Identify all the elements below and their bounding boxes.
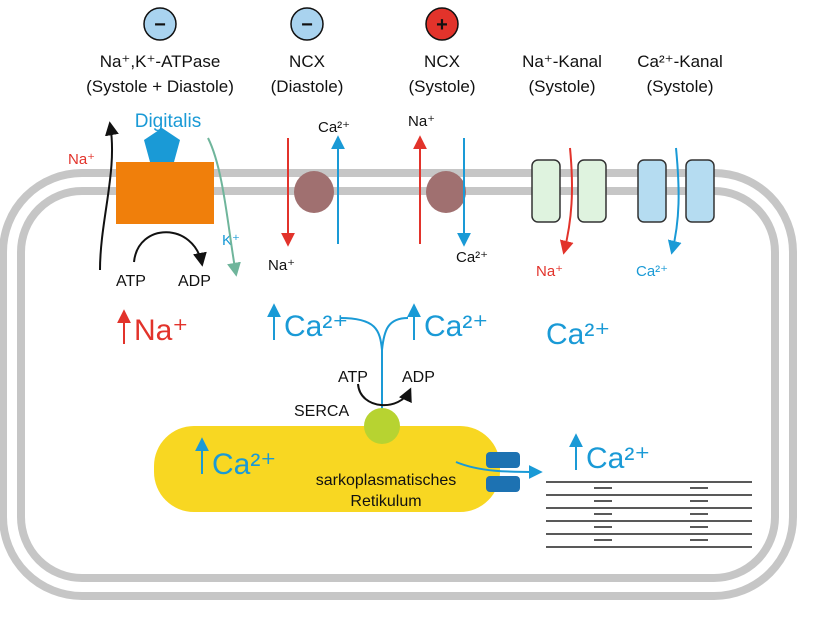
ca-channel-right-subunit	[685, 159, 715, 223]
serca-pump	[364, 408, 400, 444]
na-channel-right-subunit	[577, 159, 607, 223]
ca-uptake-right-path	[381, 317, 409, 351]
intracellular-ca-plain-label: Ca²⁺	[546, 318, 610, 351]
intracellular-na-label: Na⁺	[134, 314, 188, 347]
pump-na-out-arrow	[99, 121, 119, 271]
ncx-diastole-exchanger	[294, 171, 334, 213]
ca-channel-title: Ca²⁺-Kanal	[637, 52, 723, 71]
intracellular-ca-right-label: Ca²⁺	[424, 310, 488, 343]
sr-label-line1: sarkoplasmatisches	[316, 472, 457, 489]
sr-release-channel-bottom	[486, 476, 520, 492]
myofilaments	[546, 481, 752, 548]
na-channel-left-subunit	[531, 159, 561, 223]
serca-label: SERCA	[294, 403, 349, 420]
atpase-title: Na⁺,K⁺-ATPase	[100, 52, 221, 71]
ncx-systole-subtitle: (Systole)	[408, 77, 475, 96]
ncx-diastole-ca-label: Ca²⁺	[318, 119, 350, 136]
ncx-diastole-subtitle: (Diastole)	[271, 77, 344, 96]
digitalis-label: Digitalis	[135, 111, 202, 132]
pump-adp-label: ADP	[178, 273, 211, 290]
serca-atp-label: ATP	[338, 369, 368, 386]
cell-membrane	[0, 169, 797, 600]
atpase-inhibit-indicator: −	[143, 7, 177, 41]
na-k-atpase-pump	[116, 162, 214, 224]
ncx-diastole-sign: −	[301, 14, 313, 36]
sr-label-line2: Retikulum	[350, 493, 421, 510]
atpase-subtitle: (Systole + Diastole)	[86, 77, 234, 96]
na-channel-title: Na⁺-Kanal	[522, 52, 602, 71]
ncx-diastole-title: NCX	[289, 52, 325, 71]
ncx-systole-stimulate-indicator: +	[425, 7, 459, 41]
atpase-sign: −	[154, 14, 166, 36]
ncx-systole-sign: +	[436, 14, 448, 36]
ncx-systole-title: NCX	[424, 52, 460, 71]
ca-channel-subtitle: (Systole)	[646, 77, 713, 96]
pump-k-in-arrow	[207, 137, 241, 277]
ca-channel-influx-arrow	[667, 147, 682, 255]
digitalis-pentagon-icon	[144, 128, 180, 162]
ca-channel-ion-label: Ca²⁺	[636, 263, 668, 280]
ncx-systole-exchanger	[426, 171, 466, 213]
sr-release-channel-top	[486, 452, 520, 468]
na-channel-ion-label: Na⁺	[536, 263, 563, 280]
pump-atp-label: ATP	[116, 273, 146, 290]
sarcoplasmic-reticulum	[154, 426, 500, 512]
ncx-diastole-inhibit-indicator: −	[290, 7, 324, 41]
na-channel-subtitle: (Systole)	[528, 77, 595, 96]
na-channel-influx-arrow	[559, 147, 574, 255]
ncx-systole-ca-label: Ca²⁺	[456, 249, 488, 266]
ncx-systole-na-label: Na⁺	[408, 113, 435, 130]
myofilament-ca-label: Ca²⁺	[586, 442, 650, 475]
serca-adp-label: ADP	[402, 369, 435, 386]
pump-atp-adp-arrow	[133, 231, 207, 267]
ca-channel-left-subunit	[637, 159, 667, 223]
sr-ca-label: Ca²⁺	[212, 448, 276, 481]
pump-na-label: Na⁺	[68, 151, 95, 168]
intracellular-ca-left-label: Ca²⁺	[284, 310, 348, 343]
serca-atp-adp-arrow	[357, 383, 412, 406]
ncx-diastole-na-label: Na⁺	[268, 257, 295, 274]
sr-ca-release-arrow	[455, 461, 543, 479]
